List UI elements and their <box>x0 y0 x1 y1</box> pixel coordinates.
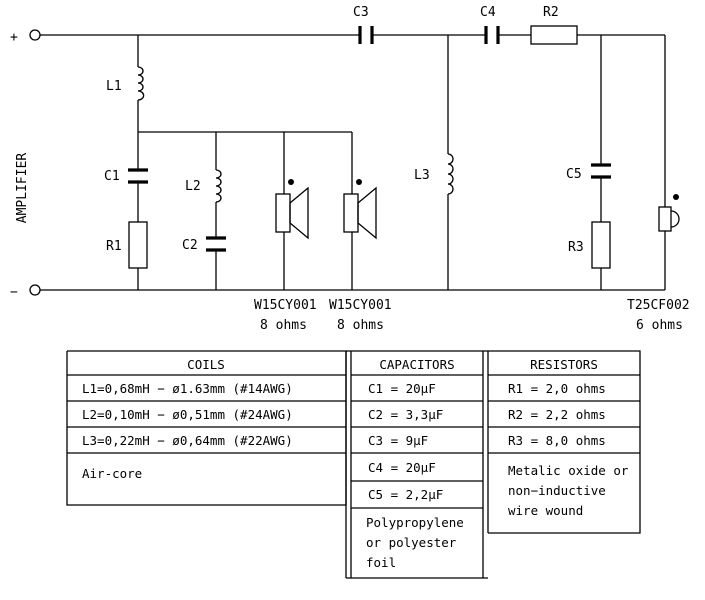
driver-2-impedance: 8 ohms <box>337 318 384 333</box>
wiring <box>40 34 666 291</box>
capacitor-row-c1: C1 = 20µF <box>368 381 436 396</box>
resistor-r2 <box>530 25 578 45</box>
label-l2: L2 <box>185 179 201 194</box>
label-c2: C2 <box>182 238 198 253</box>
label-r3: R3 <box>568 240 584 255</box>
driver-3-model: T25CF002 <box>627 298 690 313</box>
capacitor-row-c4: C4 = 20µF <box>368 460 436 475</box>
resistor-r3 <box>591 221 611 269</box>
parts-table: COILS CAPACITORS RESISTORS L1=0,68mH − ø… <box>66 350 641 579</box>
driver-1-model: W15CY001 <box>254 298 317 313</box>
label-l1: L1 <box>106 79 122 94</box>
capacitor-c1 <box>128 168 148 184</box>
capacitor-row-c2: C2 = 3,3µF <box>368 407 443 422</box>
label-c1: C1 <box>104 169 120 184</box>
driver-2-model: W15CY001 <box>329 298 392 313</box>
label-r1: R1 <box>106 239 122 254</box>
capacitor-note-line-3: foil <box>366 555 396 570</box>
resistor-row-r1: R1 = 2,0 ohms <box>508 381 606 396</box>
inductor-l2 <box>215 169 222 203</box>
resistor-row-r2: R2 = 2,2 ohms <box>508 407 606 422</box>
woofer-2-speaker-icon <box>343 179 377 240</box>
capacitor-note-line-2: or polyester <box>366 535 457 550</box>
tweeter-speaker-icon <box>658 194 680 232</box>
capacitor-c3 <box>358 26 374 44</box>
resistor-note-line-1: Metalic oxide or <box>508 463 629 478</box>
resistor-note-line-3: wire wound <box>508 503 583 518</box>
coils-header: COILS <box>187 357 225 372</box>
capacitor-row-c5: C5 = 2,2µF <box>368 487 443 502</box>
capacitor-c4 <box>484 26 500 44</box>
minus-sign: − <box>10 285 18 300</box>
resistors-column <box>488 350 641 534</box>
resistors-header: RESISTORS <box>530 357 598 372</box>
capacitor-c2 <box>206 236 226 252</box>
amplifier-label: AMPLIFIER <box>15 153 30 224</box>
driver-1-impedance: 8 ohms <box>260 318 307 333</box>
coil-row-l1: L1=0,68mH − ø1.63mm (#14AWG) <box>82 381 293 396</box>
label-c5: C5 <box>566 167 582 182</box>
plus-sign: + <box>10 30 18 45</box>
inductor-l3 <box>447 153 454 195</box>
label-l3: L3 <box>414 168 430 183</box>
driver-3-impedance: 6 ohms <box>636 318 683 333</box>
capacitors-column <box>345 350 489 579</box>
label-c3: C3 <box>353 5 369 20</box>
coil-note: Air-core <box>82 466 142 481</box>
coil-row-l2: L2=0,10mH − ø0,51mm (#24AWG) <box>82 407 293 422</box>
resistor-r1 <box>128 221 148 269</box>
negative-terminal <box>29 284 41 296</box>
coil-row-l3: L3=0,22mH − ø0,64mm (#22AWG) <box>82 433 293 448</box>
coils-column <box>66 350 347 506</box>
capacitor-row-c3: C3 = 9µF <box>368 433 428 448</box>
positive-terminal <box>29 29 41 41</box>
label-r2: R2 <box>543 5 559 20</box>
label-c4: C4 <box>480 5 496 20</box>
woofer-1-speaker-icon <box>275 179 309 240</box>
resistor-note-line-2: non−inductive <box>508 483 606 498</box>
resistor-row-r3: R3 = 8,0 ohms <box>508 433 606 448</box>
capacitor-c5 <box>591 163 611 179</box>
capacitor-note-line-1: Polypropylene <box>366 515 464 530</box>
capacitors-header: CAPACITORS <box>379 357 454 372</box>
inductor-l1 <box>137 66 145 101</box>
